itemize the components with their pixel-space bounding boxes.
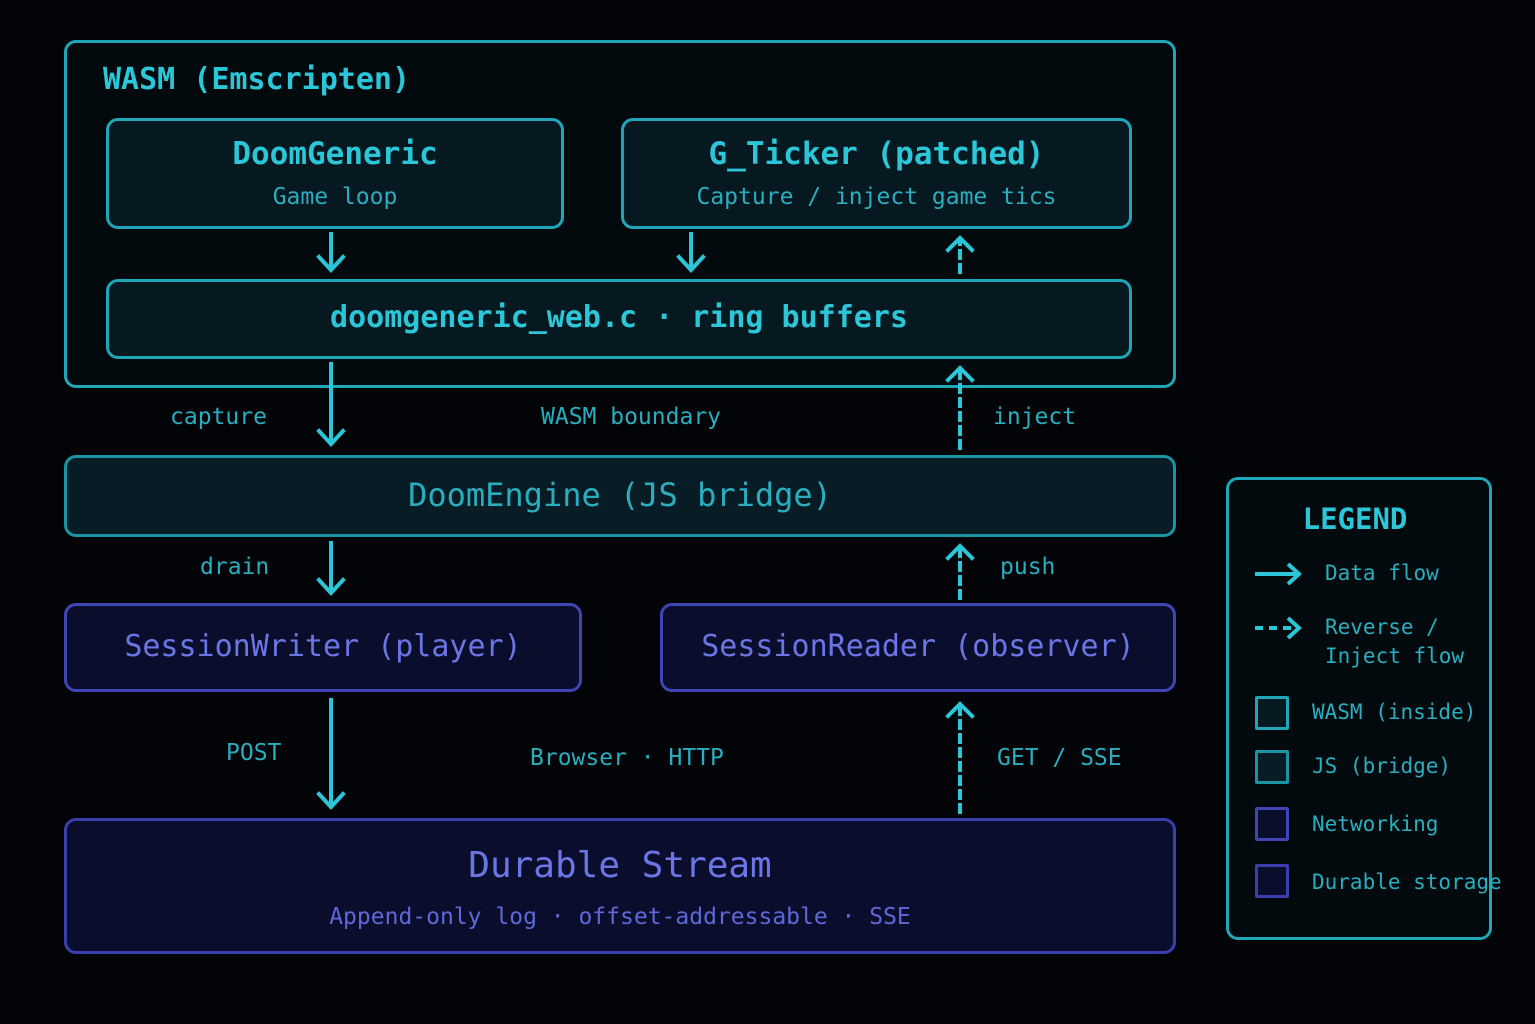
g-ticker-title: G_Ticker (patched) (708, 136, 1045, 172)
ring-buffers-box (106, 279, 1132, 359)
legend-data-flow: Data flow (1325, 561, 1439, 585)
legend-js-bridge: JS (bridge) (1312, 754, 1452, 778)
arrow-ring-to-gticker (945, 235, 975, 274)
legend-reverse-line1: Reverse / (1325, 615, 1439, 639)
post-label: POST (226, 740, 282, 766)
legend-reverse-line2: Inject flow (1325, 644, 1465, 668)
legend-networking: Networking (1312, 812, 1439, 836)
arrow-inject (945, 365, 975, 450)
doomgeneric-title: DoomGeneric (232, 136, 438, 172)
arrow-drain (316, 541, 346, 596)
legend-durable-storage: Durable storage (1312, 870, 1502, 894)
legend-wasm-swatch (1255, 696, 1289, 730)
wasm-group-title: WASM (Emscripten) (103, 62, 411, 97)
capture-label: capture (170, 404, 267, 430)
arrow-push (945, 543, 975, 600)
inject-label: inject (993, 404, 1077, 430)
legend-dashed-arrow-icon (1255, 616, 1302, 640)
session-writer-box (64, 603, 582, 692)
drain-label: drain (200, 554, 270, 580)
arrow-capture (316, 362, 346, 447)
browser-http-label: Browser · HTTP (530, 745, 724, 771)
g-ticker-subtitle: Capture / inject game tics (696, 184, 1057, 210)
doom-engine-title: DoomEngine (JS bridge) (408, 476, 832, 514)
session-reader-title: SessionReader (observer) (701, 629, 1135, 664)
durable-stream-box (64, 818, 1176, 954)
get-sse-label: GET / SSE (997, 745, 1122, 771)
g-ticker-box (621, 118, 1132, 229)
doomgeneric-subtitle: Game loop (272, 184, 398, 210)
ring-buffers-title: doomgeneric_web.c · ring buffers (330, 300, 908, 335)
legend-networking-swatch (1255, 807, 1289, 841)
legend-storage-swatch (1255, 864, 1289, 898)
legend-solid-arrow-icon (1255, 562, 1302, 586)
wasm-boundary-label: WASM boundary (541, 404, 722, 430)
arrow-doomgeneric-to-ring (316, 232, 346, 273)
legend-js-swatch (1255, 750, 1289, 784)
session-writer-title: SessionWriter (player) (124, 629, 522, 664)
arrow-gticker-to-ring (676, 232, 706, 273)
legend-title: LEGEND (1302, 502, 1408, 536)
durable-stream-subtitle: Append-only log · offset-addressable · S… (329, 904, 911, 930)
doom-engine-box (64, 455, 1176, 537)
session-reader-box (660, 603, 1176, 692)
arrow-get-sse (945, 701, 975, 814)
arrow-post (316, 698, 346, 810)
doomgeneric-box (106, 118, 564, 229)
durable-stream-title: Durable Stream (468, 845, 772, 886)
legend-wasm-inside: WASM (inside) (1312, 700, 1477, 724)
push-label: push (1000, 554, 1056, 580)
